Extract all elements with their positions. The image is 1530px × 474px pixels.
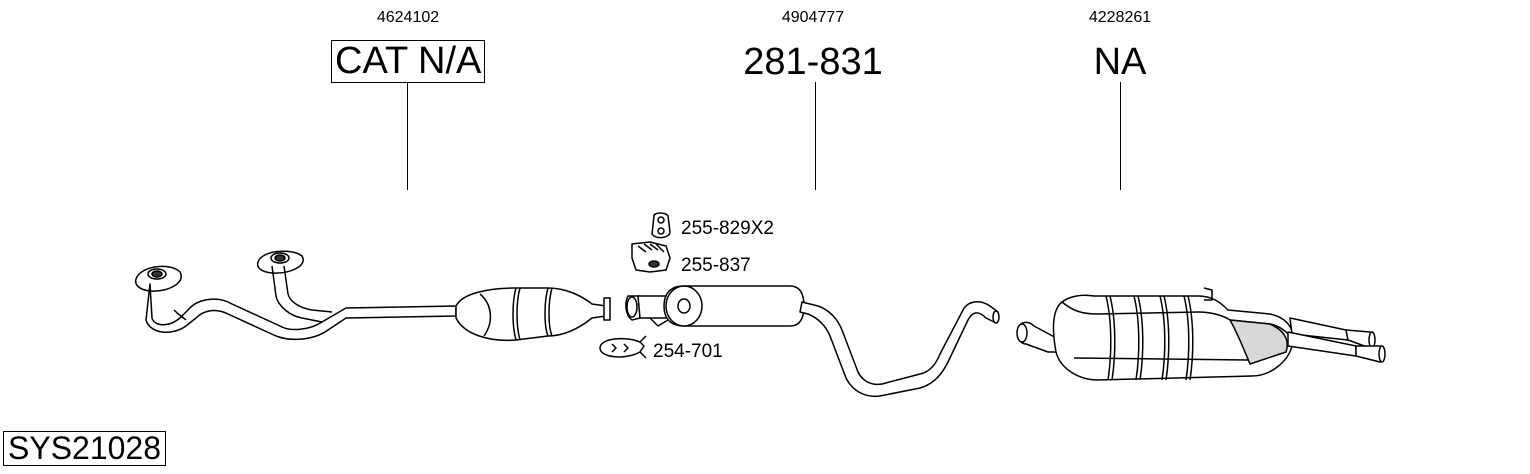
oem-number-rear: 4228261 [1088, 9, 1152, 26]
rubber-hanger-icon[interactable] [651, 212, 671, 239]
accessory-label-bracket[interactable]: 255-837 [681, 255, 751, 276]
accessory-label-clamp[interactable]: 254-701 [653, 341, 723, 362]
leader-line-front [407, 82, 408, 190]
system-code: SYS21028 [3, 431, 167, 466]
leader-line-middle [815, 82, 816, 190]
pipe-clamp-icon[interactable] [599, 335, 647, 359]
part-label-front[interactable]: CAT N/A [331, 40, 486, 83]
oem-number-middle: 4904777 [781, 9, 845, 26]
accessory-label-hanger[interactable]: 255-829X2 [681, 218, 774, 239]
oem-number-front: 4624102 [376, 9, 440, 26]
mounting-bracket-icon[interactable] [631, 241, 671, 273]
middle-silencer[interactable] [625, 285, 1000, 398]
front-pipe[interactable] [134, 250, 457, 341]
leader-line-rear [1120, 82, 1121, 190]
part-label-rear[interactable]: NA [1093, 41, 1147, 83]
part-label-middle[interactable]: 281-831 [743, 41, 883, 83]
rear-silencer[interactable] [1016, 287, 1386, 381]
catalytic-converter[interactable] [455, 287, 611, 342]
